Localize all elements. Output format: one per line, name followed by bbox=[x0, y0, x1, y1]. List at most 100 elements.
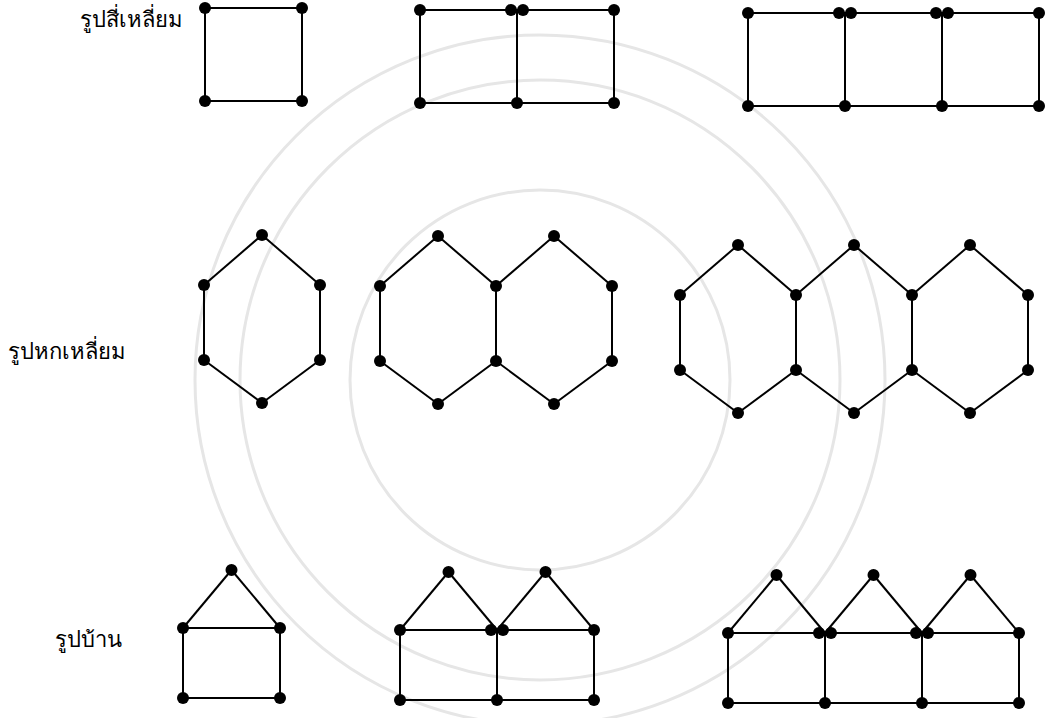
hexagon-dot bbox=[732, 407, 744, 419]
square-edge bbox=[205, 7, 302, 9]
hexagon-edge bbox=[438, 361, 496, 404]
hexagon-dot bbox=[548, 230, 560, 242]
house-dot bbox=[443, 566, 455, 578]
row-label: รูปหกเหลี่ยม bbox=[8, 338, 126, 367]
hexagon-edge bbox=[1027, 295, 1029, 370]
hexagon-dot bbox=[314, 354, 326, 366]
house-dot bbox=[1013, 697, 1025, 709]
square-edge bbox=[748, 105, 1039, 107]
house-dot bbox=[394, 624, 406, 636]
house-edge bbox=[922, 575, 971, 633]
house-edge bbox=[727, 633, 729, 703]
house-dot bbox=[177, 692, 189, 704]
house-edge bbox=[232, 570, 281, 628]
hexagon-edge bbox=[679, 295, 681, 370]
house-dot bbox=[819, 697, 831, 709]
square-dot bbox=[845, 7, 857, 19]
house-dot bbox=[1013, 627, 1025, 639]
house-dot bbox=[588, 694, 600, 706]
house-edge bbox=[400, 572, 449, 630]
square-dot bbox=[839, 100, 851, 112]
square-dot bbox=[1033, 100, 1045, 112]
hexagon-edge bbox=[795, 295, 797, 370]
house-dot bbox=[497, 624, 509, 636]
hexagon-dot bbox=[906, 364, 918, 376]
hexagon-dot bbox=[432, 230, 444, 242]
house-edge bbox=[824, 633, 826, 703]
row-label: รูปสี่เหลี่ยม bbox=[80, 6, 183, 35]
house-dot bbox=[588, 624, 600, 636]
hexagon-dot bbox=[732, 239, 744, 251]
hexagon-edge bbox=[970, 245, 1028, 295]
hexagon-dot bbox=[548, 398, 560, 410]
square-edge bbox=[204, 8, 206, 101]
square-dot bbox=[505, 4, 517, 16]
hexagon-dot bbox=[674, 289, 686, 301]
house-dot bbox=[916, 697, 928, 709]
hexagon-edge bbox=[554, 236, 612, 286]
house-dot bbox=[771, 569, 783, 581]
square-dot bbox=[942, 7, 954, 19]
hexagon-edge bbox=[738, 245, 796, 295]
house-edge bbox=[496, 630, 498, 700]
square-dot bbox=[414, 97, 426, 109]
house-edge bbox=[728, 702, 825, 704]
hexagon-dot bbox=[606, 280, 618, 292]
house-dot bbox=[825, 627, 837, 639]
house-edge bbox=[728, 632, 825, 634]
square-dot bbox=[608, 97, 620, 109]
hexagon-edge bbox=[203, 285, 205, 360]
hexagon-edge bbox=[380, 236, 438, 286]
house-dot bbox=[491, 694, 503, 706]
square-dot bbox=[296, 95, 308, 107]
square-dot bbox=[414, 4, 426, 16]
hexagon-edge bbox=[380, 361, 438, 404]
house-edge bbox=[728, 575, 777, 633]
hexagon-edge bbox=[204, 360, 262, 403]
house-edge bbox=[593, 630, 595, 700]
house-edge bbox=[497, 699, 594, 701]
hexagon-edge bbox=[970, 370, 1028, 413]
hexagon-dot bbox=[674, 364, 686, 376]
house-edge bbox=[825, 575, 874, 633]
house-dot bbox=[910, 627, 922, 639]
square-edge bbox=[205, 100, 302, 102]
watermark bbox=[195, 35, 885, 718]
house-edge bbox=[921, 633, 923, 703]
hexagon-dot bbox=[314, 279, 326, 291]
square-dot bbox=[199, 2, 211, 14]
house-edge bbox=[497, 572, 546, 630]
house-dot bbox=[177, 622, 189, 634]
hexagon-dot bbox=[432, 398, 444, 410]
square-edge bbox=[747, 13, 749, 106]
hexagon-dot bbox=[848, 407, 860, 419]
house-edge bbox=[400, 629, 497, 631]
square-dot bbox=[296, 2, 308, 14]
square-dot bbox=[930, 7, 942, 19]
hexagon-dot bbox=[790, 289, 802, 301]
square-dot bbox=[833, 7, 845, 19]
hexagon-edge bbox=[319, 285, 321, 360]
hexagon-dot bbox=[490, 280, 502, 292]
square-edge bbox=[748, 12, 1039, 14]
house-dot bbox=[965, 569, 977, 581]
hexagon-dot bbox=[964, 407, 976, 419]
house-dot bbox=[485, 624, 497, 636]
house-edge bbox=[1018, 633, 1020, 703]
square-dot bbox=[742, 100, 754, 112]
hexagon-edge bbox=[911, 295, 913, 370]
house-edge bbox=[777, 575, 826, 633]
house-edge bbox=[971, 575, 1020, 633]
house-edge bbox=[182, 628, 184, 698]
house-edge bbox=[183, 570, 232, 628]
hexagon-edge bbox=[204, 235, 262, 285]
hexagon-edge bbox=[854, 245, 912, 295]
hexagon-dot bbox=[490, 355, 502, 367]
hexagon-edge bbox=[496, 236, 554, 286]
hexagon-dot bbox=[848, 239, 860, 251]
house-dot bbox=[922, 627, 934, 639]
row-label: รูปบ้าน bbox=[55, 626, 122, 655]
house-edge bbox=[183, 697, 280, 699]
